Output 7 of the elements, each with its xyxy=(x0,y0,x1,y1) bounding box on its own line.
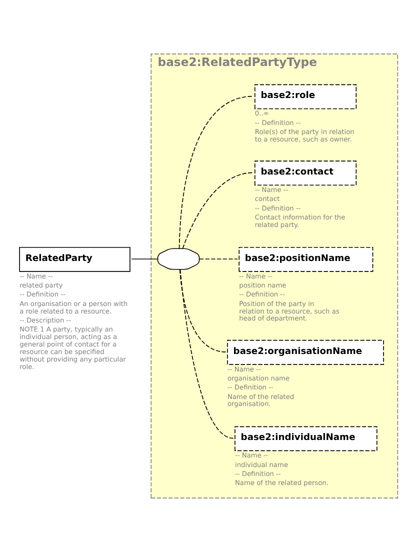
connector xyxy=(179,269,226,352)
connector xyxy=(131,258,158,260)
connector xyxy=(199,258,238,260)
connector xyxy=(182,172,254,249)
node-octagon xyxy=(157,248,200,270)
connector xyxy=(180,268,234,439)
connector xyxy=(178,96,254,249)
